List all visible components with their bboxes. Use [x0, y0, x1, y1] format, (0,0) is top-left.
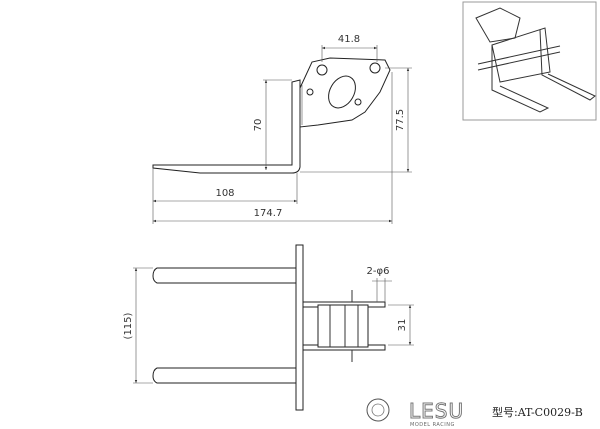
- dim-174-7: 174.7: [254, 208, 283, 219]
- top-view: (115) 2-φ6 31: [123, 244, 414, 411]
- brand-tagline: MODEL RACING: [410, 422, 455, 428]
- model-number: 型号:AT-C0029-B: [492, 405, 583, 419]
- dim-31: 31: [397, 319, 408, 332]
- fork-tine-side: [152, 79, 301, 174]
- dim-77-5: 77.5: [395, 109, 406, 131]
- dim-2-phi6: 2-φ6: [367, 266, 390, 277]
- dim-115: (115): [123, 312, 134, 339]
- dim-108: 108: [215, 188, 234, 199]
- carriage-plate-top: [295, 244, 304, 411]
- fork-tine-upper: [152, 267, 297, 284]
- fork-tine-lower: [152, 367, 297, 384]
- side-view: 41.8 77.5 70 108 174.7: [152, 34, 412, 224]
- dim-41-8: 41.8: [338, 34, 360, 45]
- brand-name: LESU: [409, 399, 464, 423]
- isometric-inset: [462, 1, 597, 121]
- dim-70: 70: [253, 119, 264, 132]
- brand-logo: LESU MODEL RACING 型号:AT-C0029-B: [366, 398, 583, 428]
- lion-logo-icon: [366, 398, 390, 422]
